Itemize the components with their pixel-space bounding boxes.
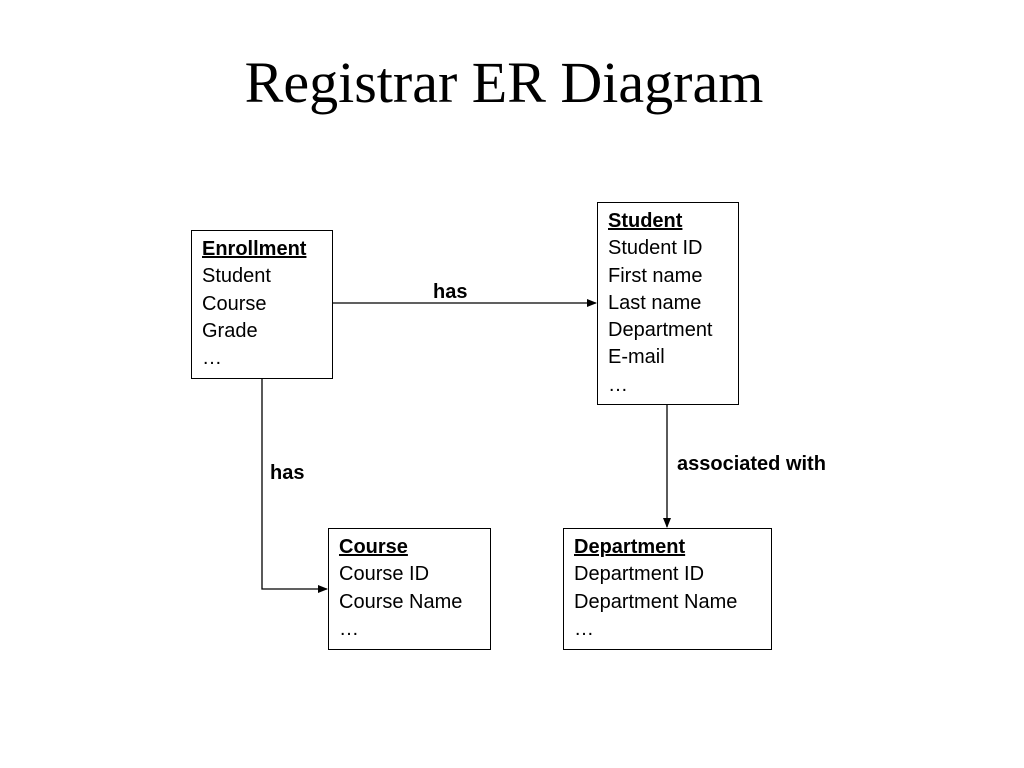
entity-name: Course — [339, 536, 408, 558]
connector-enrollment-course — [261, 379, 328, 593]
entity-attribute: E-mail — [608, 346, 665, 369]
entity-attribute: Course — [202, 292, 267, 315]
entity-attribute: … — [574, 617, 594, 640]
entity-student: Student Student ID First name Last name … — [597, 202, 739, 405]
entity-enrollment: Enrollment Student Course Grade … — [191, 230, 333, 379]
entity-attribute: Department Name — [574, 590, 738, 613]
entity-attribute: Course Name — [339, 590, 463, 613]
entity-attribute: … — [202, 347, 222, 370]
relationship-label-enrollment-student: has — [433, 281, 468, 303]
entity-department: Department Department ID Department Name… — [563, 528, 772, 650]
entity-attribute: Last name — [608, 291, 702, 314]
entity-attribute: Department ID — [574, 563, 705, 586]
entity-attribute: Student — [202, 265, 271, 288]
relationship-label-enrollment-course: has — [270, 462, 305, 484]
entity-attribute: Grade — [202, 319, 258, 342]
page-title: Registrar ER Diagram — [244, 50, 764, 115]
entity-attribute: … — [608, 373, 628, 396]
entity-attribute: Course ID — [339, 563, 430, 586]
entity-name: Student — [608, 210, 683, 232]
entity-course: Course Course ID Course Name … — [328, 528, 491, 650]
entity-attribute: First name — [608, 264, 703, 287]
relationship-label-student-department: associated with — [677, 453, 826, 475]
entity-name: Enrollment — [202, 238, 307, 260]
entity-name: Department — [574, 536, 686, 558]
entity-attribute: … — [339, 617, 359, 640]
entity-attribute: Student ID — [608, 237, 703, 260]
entity-attribute: Department — [608, 319, 713, 342]
